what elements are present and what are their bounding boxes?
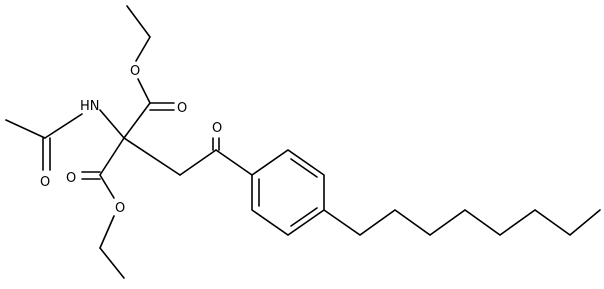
ketone-o-label: O bbox=[212, 121, 222, 136]
bond-quat-n bbox=[99, 109, 125, 139]
bond-ester1-c-quat bbox=[123, 102, 151, 139]
bond-quat-ester2 bbox=[99, 137, 125, 176]
ring-inner-double-1 bbox=[290, 158, 318, 178]
octyl-chain bbox=[323, 209, 601, 237]
bond-ethyl1-ch2-o bbox=[135, 36, 151, 62]
bond-ch2-ketone bbox=[179, 149, 217, 176]
bond-ester1-o-c bbox=[137, 78, 151, 104]
bond-ethyl2-o-ch2 bbox=[99, 215, 115, 249]
ester1-ether-o-label: O bbox=[130, 64, 140, 79]
bond-quat-ch2 bbox=[123, 137, 181, 176]
ester2-carbonyl-o-label: O bbox=[66, 171, 76, 186]
amide-carbonyl-o-label: O bbox=[40, 175, 50, 190]
bond-ethyl2-ch3 bbox=[99, 247, 125, 279]
bond-n-acyl bbox=[44, 113, 83, 139]
ester1-carbonyl-o-label: O bbox=[177, 101, 187, 116]
amide-n-label: HN bbox=[80, 99, 100, 114]
bond-ethyl1-ch3 bbox=[126, 5, 151, 38]
bond-acyl-ch3 bbox=[5, 119, 46, 139]
ring-inner-double-2 bbox=[290, 207, 318, 227]
bond-ketone-ring bbox=[215, 149, 253, 176]
ester2-ether-o-label: O bbox=[115, 201, 125, 216]
bond-ester2-c-o bbox=[99, 174, 115, 199]
benzene-ring bbox=[251, 149, 325, 236]
